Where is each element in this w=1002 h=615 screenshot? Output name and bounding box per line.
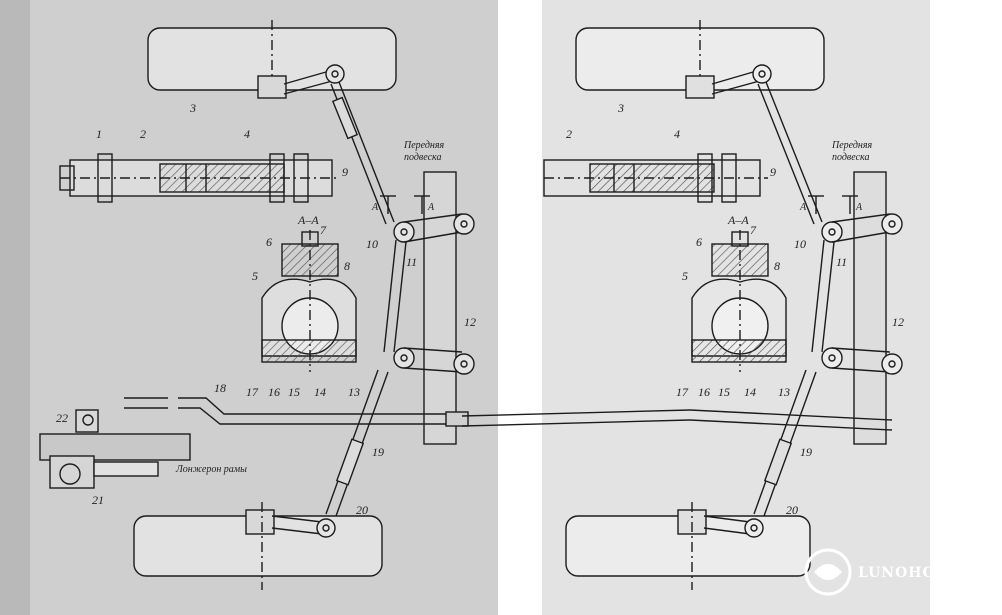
r-label-8: 8 [774,259,780,273]
label-18: 18 [214,381,226,395]
r-label-14: 14 [744,385,756,399]
left-page-shadow [0,0,30,615]
label-15: 15 [288,385,300,399]
left-labels: 1 2 3 4 5 6 7 8 9 10 11 12 13 14 15 16 1… [56,101,476,517]
r-label-7: 7 [750,223,757,237]
label-17: 17 [246,385,259,399]
gutter [498,0,542,615]
label-12: 12 [464,315,476,329]
r-label-2: 2 [566,127,572,141]
r-front-suspension-line1: Передняя [831,140,873,151]
front-suspension-line2: подвеска [404,152,441,163]
label-20: 20 [356,503,368,517]
r-label-20: 20 [786,503,798,517]
label-1: 1 [96,127,102,141]
r-label-9: 9 [770,165,776,179]
r-label-17: 17 [676,385,689,399]
label-10: 10 [366,237,378,251]
r-label-19: 19 [800,445,812,459]
gutter-connector [461,409,691,427]
r-label-6: 6 [696,235,702,249]
r-label-12: 12 [892,315,904,329]
r-section-arrow-left: А [799,202,807,213]
r-label-13: 13 [778,385,790,399]
label-22: 22 [56,411,68,425]
r-label-11: 11 [836,255,847,269]
label-7: 7 [320,223,327,237]
label-19: 19 [372,445,384,459]
r-label-15: 15 [718,385,730,399]
watermark: LUNOHODA.NET [804,548,1002,596]
watermark-text: LUNOHODA.NET [858,565,1002,581]
label-9: 9 [342,165,348,179]
label-3: 3 [189,101,196,115]
section-arrow-left: А [371,202,379,213]
section-label: А–А [297,213,319,227]
label-13: 13 [348,385,360,399]
label-21: 21 [92,493,104,507]
label-4: 4 [244,127,250,141]
right-labels: 2 3 4 5 6 7 8 9 10 11 12 13 14 15 16 17 … [566,101,904,517]
r-front-suspension-line2: подвеска [832,152,869,163]
section-arrow-right: А [427,202,435,213]
r-label-3: 3 [617,101,624,115]
right-diagram [543,20,903,590]
r-section-arrow-right: А [855,202,863,213]
r-label-5: 5 [682,269,688,283]
r-label-10: 10 [794,237,806,251]
label-5: 5 [252,269,258,283]
front-suspension-line1: Передняя [403,140,445,151]
label-14: 14 [314,385,326,399]
label-6: 6 [266,235,272,249]
label-8: 8 [344,259,350,273]
r-label-4: 4 [674,127,680,141]
r-label-16: 16 [698,385,710,399]
r-section-label: А–А [727,213,749,227]
front-axle-right [853,171,887,445]
label-11: 11 [406,255,417,269]
label-16: 16 [268,385,280,399]
left-diagram [39,20,475,590]
right-margin [930,0,1002,615]
frame-member-label: Лонжерон рамы [175,464,247,475]
label-2: 2 [140,127,146,141]
watermark-logo-icon [804,548,852,596]
